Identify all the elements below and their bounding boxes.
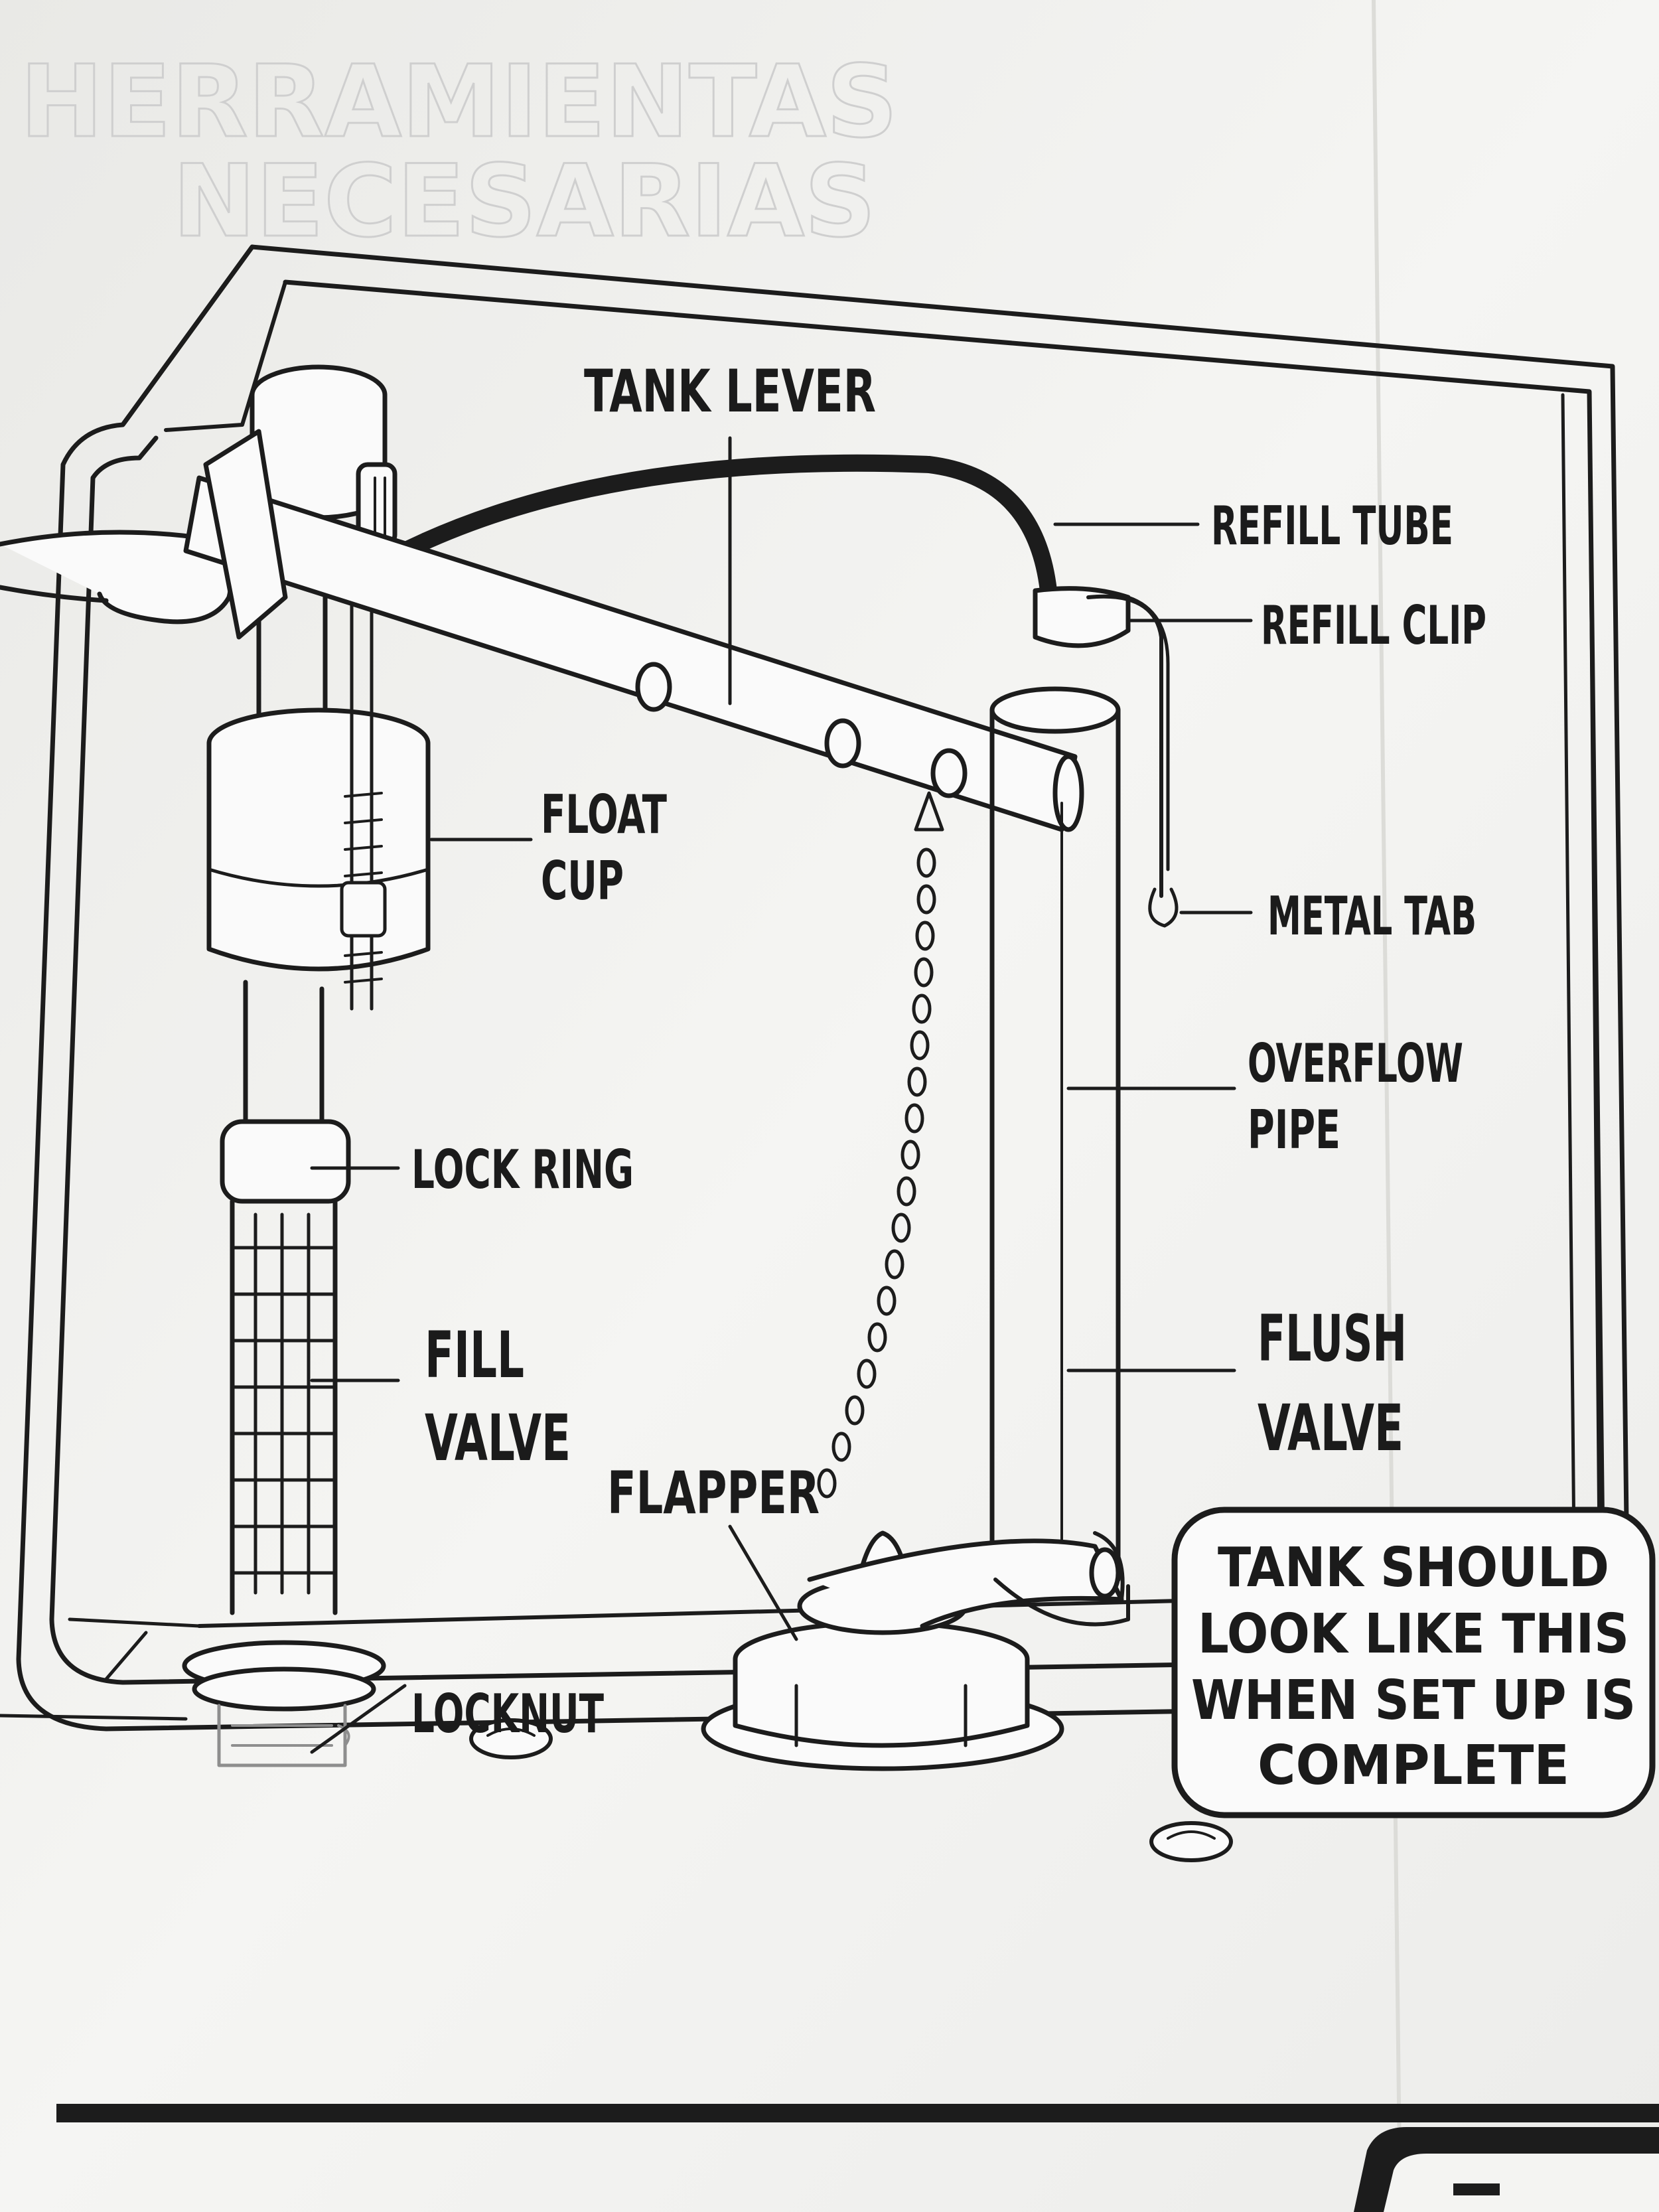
leader-flapper (728, 1524, 798, 1641)
leader-locknut (310, 1684, 407, 1754)
label-metal-tab: METAL TAB (1267, 885, 1477, 947)
label-refill-clip: REFILL CLIP (1261, 595, 1486, 656)
label-refill-tube: REFILL TUBE (1211, 495, 1453, 557)
callout-line-2: LOOK LIKE THIS (1198, 1603, 1629, 1666)
callout-line-4: COMPLETE (1258, 1734, 1569, 1797)
paper-fold (1372, 0, 1402, 2212)
label-tank-lever: TANK LEVER (584, 357, 876, 425)
label-overflow-pipe-line-1: OVERFLOW (1248, 1033, 1463, 1094)
label-fill-valve-line-1: FILL (425, 1318, 524, 1392)
tank-outline (16, 244, 1630, 1732)
overflow-pipe (989, 586, 1179, 1582)
label-fill-valve-line-2: VALVE (425, 1401, 571, 1475)
leader-lines (0, 436, 1253, 1754)
label-float-cup-line-1: FLOAT (541, 784, 667, 846)
callout-line-3: WHEN SET UP IS (1191, 1669, 1636, 1732)
label-flapper: FLAPPER (607, 1459, 820, 1527)
floor-bolt-caps (469, 1718, 1233, 1862)
label-lock-ring: LOCK RING (411, 1139, 634, 1201)
label-overflow-pipe-line-2: PIPE (1248, 1099, 1340, 1161)
setup-complete-callout: TANK SHOULD LOOK LIKE THIS WHEN SET UP I… (1171, 1507, 1656, 1818)
bottom-border (56, 2104, 1659, 2212)
watermark-line-2: NECESARIAS (173, 144, 876, 259)
label-flush-valve-line-2: VALVE (1258, 1391, 1404, 1465)
fill-valve-assembly (182, 364, 431, 1767)
refill-tube (383, 454, 1057, 599)
flapper-chain (817, 791, 944, 1499)
label-float-cup-line-2: CUP (541, 850, 624, 912)
leader-fill-valve-base (0, 1714, 188, 1721)
flapper-assembly (701, 1530, 1130, 1771)
label-flush-valve-line-1: FLUSH (1258, 1301, 1407, 1376)
watermark-line-1: HERRAMIENTAS (20, 44, 898, 160)
label-locknut: LOCKNUT (411, 1683, 604, 1745)
callout-line-1: TANK SHOULD (1218, 1536, 1609, 1599)
